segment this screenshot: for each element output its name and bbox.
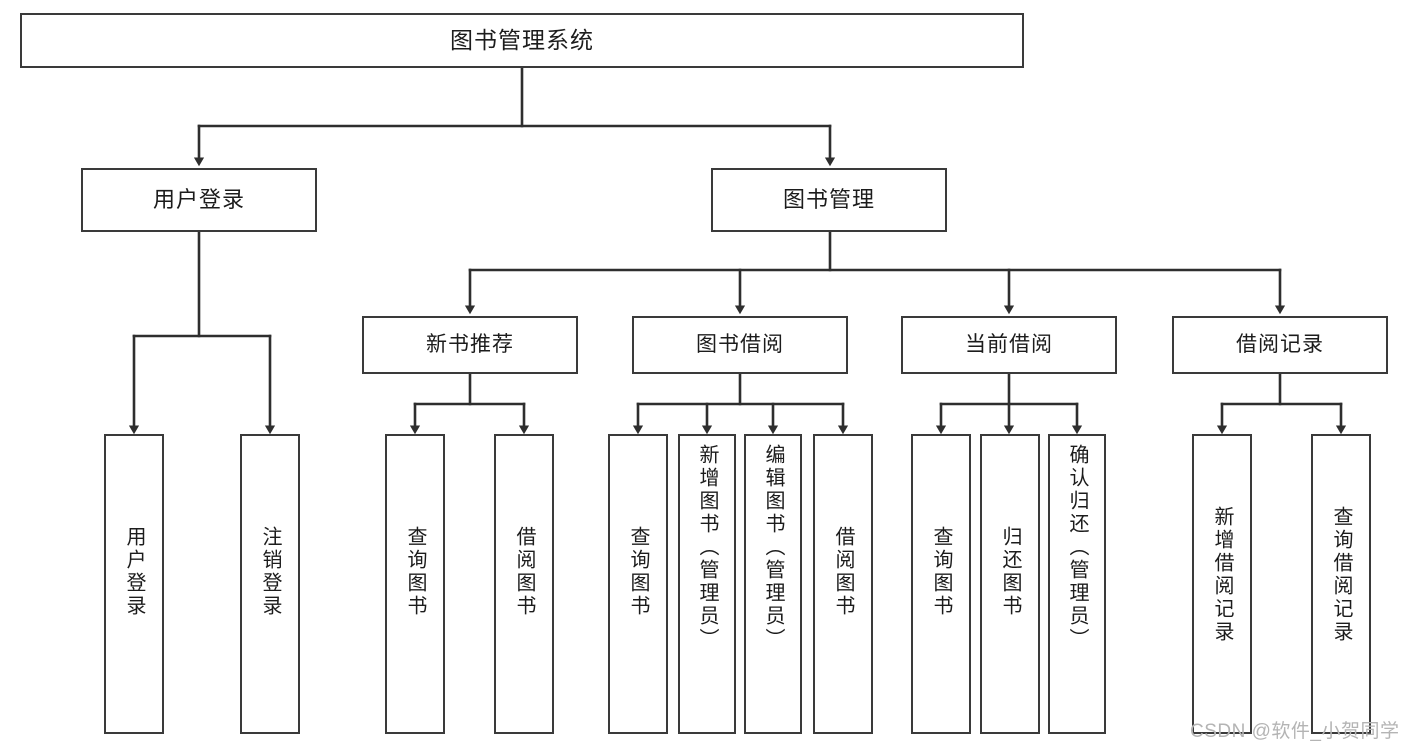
- node-label: 用户登录: [123, 526, 145, 618]
- node-new-book-recommend[interactable]: 新书推荐: [362, 316, 578, 374]
- node-book-borrow[interactable]: 图书借阅: [632, 316, 848, 374]
- node-label: 新增图书（管理员）: [696, 444, 718, 651]
- node-label: 图书借阅: [696, 332, 784, 356]
- node-label: 用户登录: [152, 187, 245, 213]
- leaf-query-book-current[interactable]: 查询图书: [911, 434, 971, 734]
- leaf-query-borrow-record[interactable]: 查询借阅记录: [1311, 434, 1371, 734]
- node-label: 借阅记录: [1236, 332, 1324, 356]
- node-current-borrow[interactable]: 当前借阅: [901, 316, 1117, 374]
- node-label: 查询图书: [404, 526, 426, 618]
- node-label: 确认归还（管理员）: [1066, 444, 1088, 651]
- leaf-logout[interactable]: 注销登录: [240, 434, 300, 734]
- node-borrow-records[interactable]: 借阅记录: [1172, 316, 1388, 374]
- node-label: 新书推荐: [426, 332, 514, 356]
- leaf-return-book[interactable]: 归还图书: [980, 434, 1040, 734]
- node-label: 归还图书: [999, 526, 1021, 618]
- leaf-user-login[interactable]: 用户登录: [104, 434, 164, 734]
- node-label: 查询图书: [627, 526, 649, 618]
- leaf-query-book-borrow[interactable]: 查询图书: [608, 434, 668, 734]
- node-label: 当前借阅: [965, 332, 1053, 356]
- node-label: 查询图书: [930, 526, 952, 618]
- node-label: 新增借阅记录: [1211, 506, 1233, 644]
- node-root-system[interactable]: 图书管理系统: [20, 13, 1024, 68]
- node-label: 查询借阅记录: [1330, 506, 1352, 644]
- leaf-query-book-recommend[interactable]: 查询图书: [385, 434, 445, 734]
- leaf-edit-book-admin[interactable]: 编辑图书（管理员）: [744, 434, 802, 734]
- node-label: 图书管理系统: [450, 27, 594, 54]
- node-label: 注销登录: [259, 526, 281, 618]
- node-label: 图书管理: [782, 187, 875, 213]
- node-label: 编辑图书（管理员）: [762, 444, 784, 651]
- leaf-borrow-book[interactable]: 借阅图书: [813, 434, 873, 734]
- leaf-borrow-book-recommend[interactable]: 借阅图书: [494, 434, 554, 734]
- leaf-add-book-admin[interactable]: 新增图书（管理员）: [678, 434, 736, 734]
- leaf-confirm-return-admin[interactable]: 确认归还（管理员）: [1048, 434, 1106, 734]
- node-book-management[interactable]: 图书管理: [711, 168, 947, 232]
- node-user-login[interactable]: 用户登录: [81, 168, 317, 232]
- node-label: 借阅图书: [832, 526, 854, 618]
- leaf-add-borrow-record[interactable]: 新增借阅记录: [1192, 434, 1252, 734]
- node-label: 借阅图书: [513, 526, 535, 618]
- csdn-watermark: CSDN @软件_小贺同学: [1190, 721, 1400, 742]
